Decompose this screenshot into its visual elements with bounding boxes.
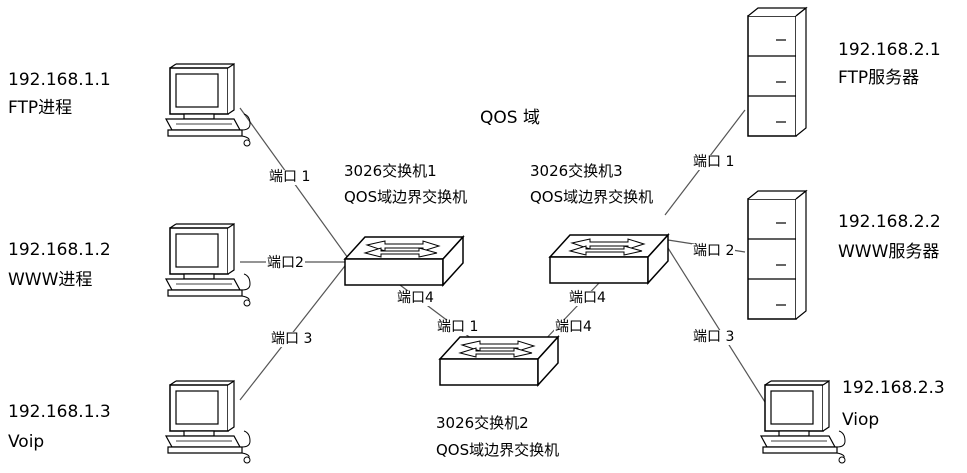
host2-role: WWW进程 [8,270,92,290]
switch3-icon [550,235,668,283]
ftp-server-icon [748,8,806,136]
port-label: 端口 3 [692,330,735,345]
server3-role: Viop [842,410,879,430]
domain-title: QOS 域 [480,108,540,128]
host1-role: FTP进程 [8,98,72,118]
host1-ip: 192.168.1.1 [8,70,111,90]
port-label: 端口4 [568,291,607,306]
server2-ip: 192.168.2.2 [838,212,941,232]
switch3-name: 3026交换机3 [530,162,623,180]
host3-role: Voip [8,432,44,452]
host2-ip: 192.168.1.2 [8,240,111,260]
switch2-icon [440,337,558,385]
server1-role: FTP服务器 [838,68,919,88]
port-label: 端口4 [554,320,593,335]
host3-ip: 192.168.1.3 [8,402,111,422]
www-server-icon [748,191,806,319]
port-label: 端口 1 [268,170,311,185]
port-label: 端口 3 [270,332,313,347]
server2-role: WWW服务器 [838,242,939,262]
switch2-role: QOS域边界交换机 [436,441,559,459]
port-label: 端口 1 [436,320,479,335]
host3-computer-icon [166,381,250,463]
server1-ip: 192.168.2.1 [838,40,941,60]
host1-computer-icon [166,64,250,146]
port-label: 端口 1 [692,155,735,170]
switch1-name: 3026交换机1 [344,162,437,180]
host2-computer-icon [166,224,250,306]
server3-ip: 192.168.2.3 [842,378,945,398]
port-label: 端口2 [266,256,305,271]
switch1-icon [345,237,463,285]
port-label: 端口4 [396,291,435,306]
switch3-role: QOS域边界交换机 [530,188,653,206]
switch2-name: 3026交换机2 [436,414,529,432]
port-label: 端口 2 [692,244,735,259]
switch1-role: QOS域边界交换机 [344,188,467,206]
voip-host-computer-icon [761,381,845,463]
